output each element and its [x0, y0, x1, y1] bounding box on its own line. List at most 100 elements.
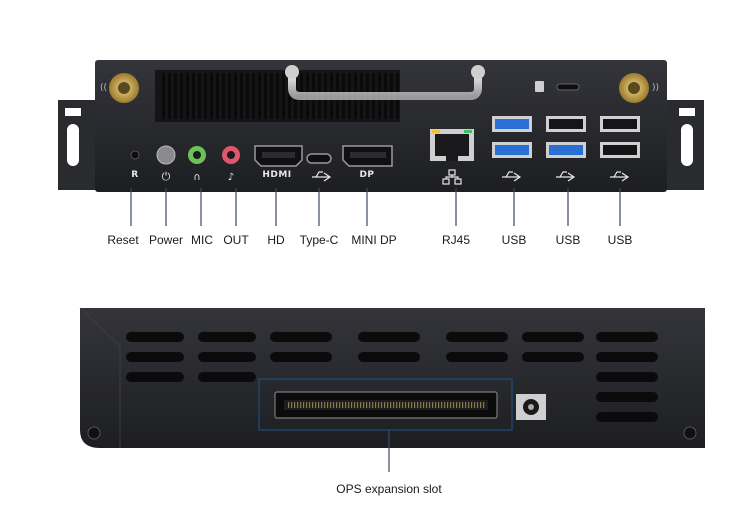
vent-slat: [264, 73, 267, 119]
connector-pin: [417, 402, 419, 408]
label-usb-3: USB: [607, 233, 633, 247]
type-c-port: [306, 153, 332, 164]
connector-pin: [390, 402, 392, 408]
vent-slot: [446, 332, 508, 342]
connector-pin: [321, 402, 323, 408]
connector-pin: [324, 402, 326, 408]
connector-pin: [453, 402, 455, 408]
connector-pin: [393, 402, 395, 408]
svg-text:((: ((: [100, 83, 107, 93]
connector-pin: [462, 402, 464, 408]
vent-slat: [162, 73, 165, 119]
vent-slot: [270, 332, 332, 342]
vent-slot: [126, 332, 184, 342]
rj45-port: [430, 129, 474, 161]
vent-slat: [228, 73, 231, 119]
connector-pin: [480, 402, 482, 408]
vent-slot: [446, 352, 508, 362]
vent-slat: [204, 73, 207, 119]
connector-pin: [387, 402, 389, 408]
label-power: Power: [148, 233, 184, 247]
vent-slat: [288, 73, 291, 119]
vent-slat: [210, 73, 213, 119]
connector-pin: [432, 402, 434, 408]
vent-slot: [596, 352, 658, 362]
connector-pin: [423, 402, 425, 408]
connector-pin: [402, 402, 404, 408]
vent-slot: [596, 412, 658, 422]
connector-pin: [408, 402, 410, 408]
label-out: OUT: [223, 233, 249, 247]
vent-slat: [276, 73, 279, 119]
usb-port-group-3: [600, 116, 640, 158]
connector-pin: [399, 402, 401, 408]
connector-pin: [342, 402, 344, 408]
vent-slot: [358, 352, 420, 362]
vent-slot: [270, 352, 332, 362]
connector-pin: [465, 402, 467, 408]
connector-pin: [297, 402, 299, 408]
connector-pin: [378, 402, 380, 408]
svg-text:⏻: ⏻: [162, 170, 171, 183]
connector-pin: [372, 402, 374, 408]
connector-pin: [447, 402, 449, 408]
connector-pin: [450, 402, 452, 408]
hdmi-port: [254, 145, 303, 167]
dp-silkscreen: DP: [359, 170, 375, 180]
connector-pin: [333, 402, 335, 408]
kensington-lock-slot: [535, 81, 580, 92]
connector-pin: [414, 402, 416, 408]
connector-pin: [363, 402, 365, 408]
vent-slot: [596, 392, 658, 402]
vent-slat: [246, 73, 249, 119]
vent-slat: [174, 73, 177, 119]
hdmi-silkscreen: HDMI: [262, 170, 292, 180]
connector-pin: [291, 402, 293, 408]
connector-pin: [429, 402, 431, 408]
connector-pin: [420, 402, 422, 408]
connector-pin: [309, 402, 311, 408]
label-reset: Reset: [107, 233, 139, 247]
connector-pin: [288, 402, 290, 408]
connector-pin: [459, 402, 461, 408]
connector-pin: [375, 402, 377, 408]
label-mic: MIC: [191, 233, 213, 247]
connector-pin: [384, 402, 386, 408]
connector-pin: [354, 402, 356, 408]
connector-pin: [327, 402, 329, 408]
connector-pin: [456, 402, 458, 408]
label-rj45: RJ45: [441, 233, 471, 247]
connector-pin: [303, 402, 305, 408]
vent-slat: [180, 73, 183, 119]
connector-pin: [369, 402, 371, 408]
connector-pin: [444, 402, 446, 408]
vent-slot: [522, 352, 584, 362]
vent-slat: [186, 73, 189, 119]
vent-slat: [270, 73, 273, 119]
connector-pin: [477, 402, 479, 408]
connector-pin: [312, 402, 314, 408]
connector-pin: [396, 402, 398, 408]
label-usb-2: USB: [555, 233, 581, 247]
vent-slot: [198, 352, 256, 362]
connector-pin: [366, 402, 368, 408]
vent-slot: [358, 332, 420, 342]
connector-pin: [468, 402, 470, 408]
vent-slat: [240, 73, 243, 119]
vent-slat: [198, 73, 201, 119]
right-antenna-connector: )): [619, 73, 659, 103]
connector-pin: [438, 402, 440, 408]
connector-pin: [336, 402, 338, 408]
label-usb-1: USB: [501, 233, 527, 247]
vent-slat: [252, 73, 255, 119]
connector-pin: [348, 402, 350, 408]
vent-slat: [168, 73, 171, 119]
connector-pin: [474, 402, 476, 408]
connector-pin: [339, 402, 341, 408]
vent-slot: [126, 352, 184, 362]
vent-slat: [192, 73, 195, 119]
right-mounting-bracket: [662, 100, 704, 190]
connector-pin: [300, 402, 302, 408]
vent-slat: [234, 73, 237, 119]
